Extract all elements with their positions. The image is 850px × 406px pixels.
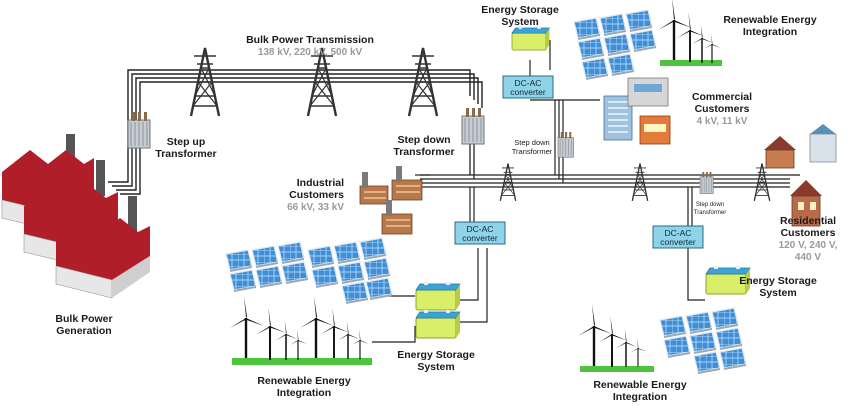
solar-panels-left-icon	[225, 237, 393, 305]
converter-bottom-label-2: converter	[462, 233, 498, 243]
step-up-label-2: Transformer	[155, 148, 216, 160]
residential-label-2: Customers	[781, 227, 836, 239]
renewable-right-label-1: Renewable Energy	[593, 379, 687, 391]
wind-turbines-right-icon	[578, 304, 654, 372]
battery-top-icon	[511, 25, 550, 51]
industrial-label-1: Industrial	[297, 177, 344, 189]
wind-turbines-left-icon	[230, 296, 372, 365]
renewable-right-label-2: Integration	[613, 391, 667, 403]
wind-turbines-top-icon	[658, 0, 722, 66]
renewable-top-label-2: Integration	[743, 26, 797, 38]
step-down-small-label-1: Step down	[514, 138, 549, 147]
step-down-transformer-icon	[461, 107, 485, 145]
converter-right-label-1: DC-AC	[665, 228, 692, 238]
tower-icon	[753, 162, 771, 202]
ess-right-label-2: System	[759, 287, 796, 299]
converter-right-label-2: converter	[660, 237, 696, 247]
converter-right: DC-AC converter	[652, 225, 704, 249]
step-down-small-label-2: Transformer	[512, 147, 553, 156]
commercial-label-1: Commercial	[692, 91, 752, 103]
commercial-label-2: Customers	[695, 103, 750, 115]
bulk-transmission-title: Bulk Power Transmission	[246, 34, 374, 46]
ess-bottom-label-1: Energy Storage	[397, 349, 475, 361]
residential-voltages-2: 440 V	[795, 252, 821, 263]
residential-houses-icon	[764, 124, 837, 227]
ess-right-label-1: Energy Storage	[739, 275, 817, 287]
converter-top-label-2: converter	[510, 87, 546, 97]
renewable-top-label-1: Renewable Energy	[723, 14, 817, 26]
ess-bottom-label-2: System	[417, 361, 454, 373]
renewable-left-label-1: Renewable Energy	[257, 375, 351, 387]
commercial-voltages: 4 kV, 11 kV	[697, 116, 748, 127]
tower-icon	[631, 162, 649, 202]
step-down-tiny-label-2: Transformer	[694, 210, 726, 216]
tower-icon	[499, 162, 517, 202]
battery-left-lower-icon	[415, 309, 461, 339]
converter-top: DC-AC converter	[502, 75, 554, 99]
solar-panels-right-icon	[659, 307, 747, 375]
step-down-label-1: Step down	[397, 134, 450, 146]
bulk-generation-label-1: Bulk Power	[55, 313, 112, 325]
converter-top-label-1: DC-AC	[515, 78, 542, 88]
step-down-tiny-label-1: Step down	[696, 202, 724, 208]
solar-panels-top-icon	[573, 9, 657, 81]
converter-bottom-label-1: DC-AC	[467, 224, 494, 234]
commercial-buildings-icon	[603, 77, 671, 145]
bulk-generation-label-2: Generation	[56, 325, 111, 337]
residential-label-1: Residential	[780, 215, 836, 227]
renewable-left-label-2: Integration	[277, 387, 331, 399]
industrial-buildings-icon	[359, 166, 423, 235]
step-up-label-1: Step up	[167, 136, 206, 148]
factory-icon	[1, 134, 150, 299]
step-down-label-2: Transformer	[393, 146, 454, 158]
industrial-label-2: Customers	[289, 189, 344, 201]
ess-top-label-2: System	[501, 16, 538, 28]
residential-voltages-1: 120 V, 240 V,	[779, 240, 838, 251]
industrial-voltages: 66 kV, 33 kV	[287, 202, 344, 213]
bulk-transmission-voltages: 138 kV, 220 kV, 500 kV	[258, 47, 363, 58]
battery-left-upper-icon	[415, 281, 461, 311]
step-down-transformer-small-icon	[557, 131, 574, 158]
converter-bottom: DC-AC converter	[454, 221, 506, 245]
ess-top-label-1: Energy Storage	[481, 4, 559, 16]
